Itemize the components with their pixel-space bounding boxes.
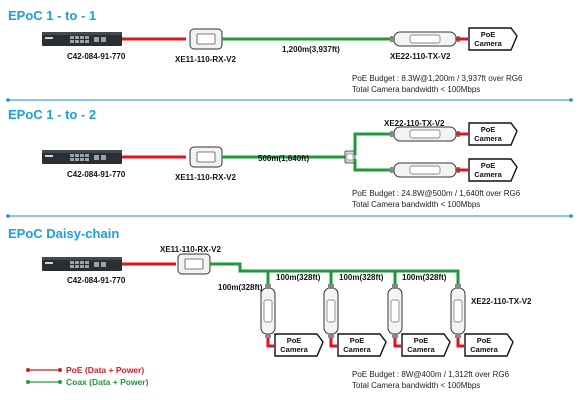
svg-text:Camera: Camera bbox=[343, 345, 371, 354]
legend-poe: PoE (Data + Power) bbox=[26, 365, 144, 375]
poe-cable bbox=[456, 338, 464, 348]
rx-label: XE11-110-RX-V2 bbox=[175, 173, 236, 182]
tx-adapter-icon bbox=[450, 283, 466, 339]
tx-label: XE22-110-TX-V2 bbox=[471, 297, 532, 306]
section-title-2: EPoC 1 - to - 2 bbox=[8, 107, 96, 122]
svg-text:PoE: PoE bbox=[350, 336, 365, 345]
distance-label: 100m(328ft) bbox=[276, 273, 321, 282]
tx-adapter-icon bbox=[387, 283, 403, 339]
distance-label: 100m(328ft) bbox=[218, 283, 263, 292]
poe-camera: PoE Camera bbox=[337, 333, 387, 357]
poe-camera: PoE Camera bbox=[401, 333, 451, 357]
legend-coax: Coax (Data + Power) bbox=[26, 377, 149, 387]
rx-label: XE11-110-RX-V2 bbox=[175, 55, 236, 64]
section-title-3: EPoC Daisy-chain bbox=[8, 226, 119, 241]
tx-adapter-icon bbox=[389, 126, 461, 142]
svg-text:PoE: PoE bbox=[481, 30, 496, 39]
rx-adapter-icon bbox=[189, 28, 223, 50]
poe-cable bbox=[329, 338, 337, 348]
tx-adapter-icon bbox=[389, 31, 461, 47]
tx-adapter-icon bbox=[260, 283, 276, 339]
poe-cable bbox=[266, 338, 274, 348]
poe-camera: PoE Camera bbox=[468, 122, 518, 146]
section-title-1: EPoC 1 - to - 1 bbox=[8, 8, 96, 23]
poe-camera: PoE Camera bbox=[468, 158, 518, 182]
distance-label: 500m(1,640ft) bbox=[258, 154, 309, 163]
tx-label: XE22-110-TX-V2 bbox=[390, 52, 451, 61]
switch-icon bbox=[42, 32, 122, 46]
poe-camera: PoE Camera bbox=[464, 333, 514, 357]
poe-cable bbox=[393, 338, 401, 348]
coax-cable bbox=[353, 132, 390, 155]
bandwidth-note: Total Camera bandwidth < 100Mbps bbox=[352, 381, 480, 390]
switch-label: C42-084-91-770 bbox=[67, 170, 126, 179]
distance-label: 100m(328ft) bbox=[402, 273, 447, 282]
svg-text:Camera: Camera bbox=[407, 345, 435, 354]
svg-text:PoE (Data + Power): PoE (Data + Power) bbox=[66, 365, 144, 375]
svg-text:Camera: Camera bbox=[470, 345, 498, 354]
bandwidth-note: Total Camera bandwidth < 100Mbps bbox=[352, 85, 480, 94]
svg-text:Coax (Data + Power): Coax (Data + Power) bbox=[66, 377, 149, 387]
distance-label: 1,200m(3,937ft) bbox=[282, 45, 340, 54]
poe-budget-note: PoE Budget : 8W@400m / 1,312ft over RG6 bbox=[352, 370, 510, 379]
poe-camera: PoE Camera bbox=[468, 27, 518, 51]
svg-text:Camera: Camera bbox=[280, 345, 308, 354]
tx-adapter-icon bbox=[323, 283, 339, 339]
poe-budget-note: PoE Budget : 24.8W@500m / 1,640ft over R… bbox=[352, 189, 521, 198]
switch-label: C42-084-91-770 bbox=[67, 52, 126, 61]
svg-text:PoE: PoE bbox=[477, 336, 492, 345]
tx-label: XE22-110-TX-V2 bbox=[384, 119, 445, 128]
splitter-icon bbox=[344, 150, 356, 164]
distance-label: 100m(328ft) bbox=[339, 273, 384, 282]
svg-text:Camera: Camera bbox=[474, 170, 502, 179]
tx-adapter-icon bbox=[389, 162, 461, 178]
svg-text:PoE: PoE bbox=[481, 161, 496, 170]
bandwidth-note: Total Camera bandwidth < 100Mbps bbox=[352, 200, 480, 209]
coax-cable bbox=[210, 262, 460, 285]
switch-label: C42-084-91-770 bbox=[67, 276, 126, 285]
svg-text:Camera: Camera bbox=[474, 39, 502, 48]
svg-text:PoE: PoE bbox=[481, 125, 496, 134]
poe-budget-note: PoE Budget : 8.3W@1,200m / 3,937ft over … bbox=[352, 74, 523, 83]
coax-cable bbox=[353, 159, 390, 172]
poe-camera: PoE Camera bbox=[274, 333, 324, 357]
rx-adapter-icon bbox=[189, 146, 223, 168]
svg-text:PoE: PoE bbox=[414, 336, 429, 345]
rx-adapter-icon bbox=[177, 253, 211, 275]
switch-icon bbox=[42, 150, 122, 164]
svg-text:PoE: PoE bbox=[287, 336, 302, 345]
rx-label: XE11-110-RX-V2 bbox=[160, 245, 221, 254]
switch-icon bbox=[42, 257, 122, 271]
svg-text:Camera: Camera bbox=[474, 134, 502, 143]
